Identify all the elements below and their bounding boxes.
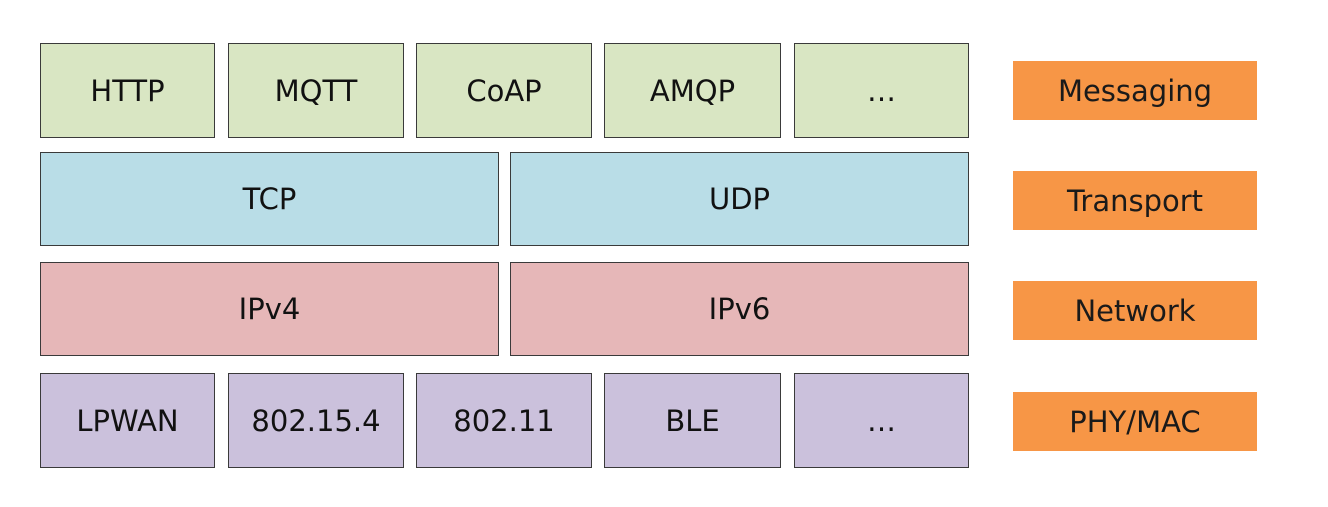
protocol-box-ipv6: IPv6 — [510, 262, 969, 356]
protocol-box-amqp: AMQP — [604, 43, 781, 138]
protocol-box-more-messaging: … — [794, 43, 969, 138]
messaging-layer-row: HTTP MQTT CoAP AMQP … — [0, 43, 1328, 139]
protocol-box-more-phymac: … — [794, 373, 969, 468]
protocol-box-mqtt: MQTT — [228, 43, 404, 138]
layer-label-phymac: PHY/MAC — [1013, 392, 1257, 451]
layer-label-network: Network — [1013, 281, 1257, 340]
protocol-box-ble: BLE — [604, 373, 781, 468]
protocol-box-ipv4: IPv4 — [40, 262, 499, 356]
protocol-box-coap: CoAP — [416, 43, 592, 138]
network-layer-row: IPv4 IPv6 — [0, 262, 1328, 358]
protocol-box-802-11: 802.11 — [416, 373, 592, 468]
protocol-box-udp: UDP — [510, 152, 969, 246]
protocol-box-802-15-4: 802.15.4 — [228, 373, 404, 468]
protocol-box-lpwan: LPWAN — [40, 373, 215, 468]
layer-label-transport: Transport — [1013, 171, 1257, 230]
layer-label-messaging: Messaging — [1013, 61, 1257, 120]
phymac-layer-row: LPWAN 802.15.4 802.11 BLE … — [0, 373, 1328, 469]
transport-layer-row: TCP UDP — [0, 152, 1328, 248]
protocol-box-http: HTTP — [40, 43, 215, 138]
protocol-box-tcp: TCP — [40, 152, 499, 246]
